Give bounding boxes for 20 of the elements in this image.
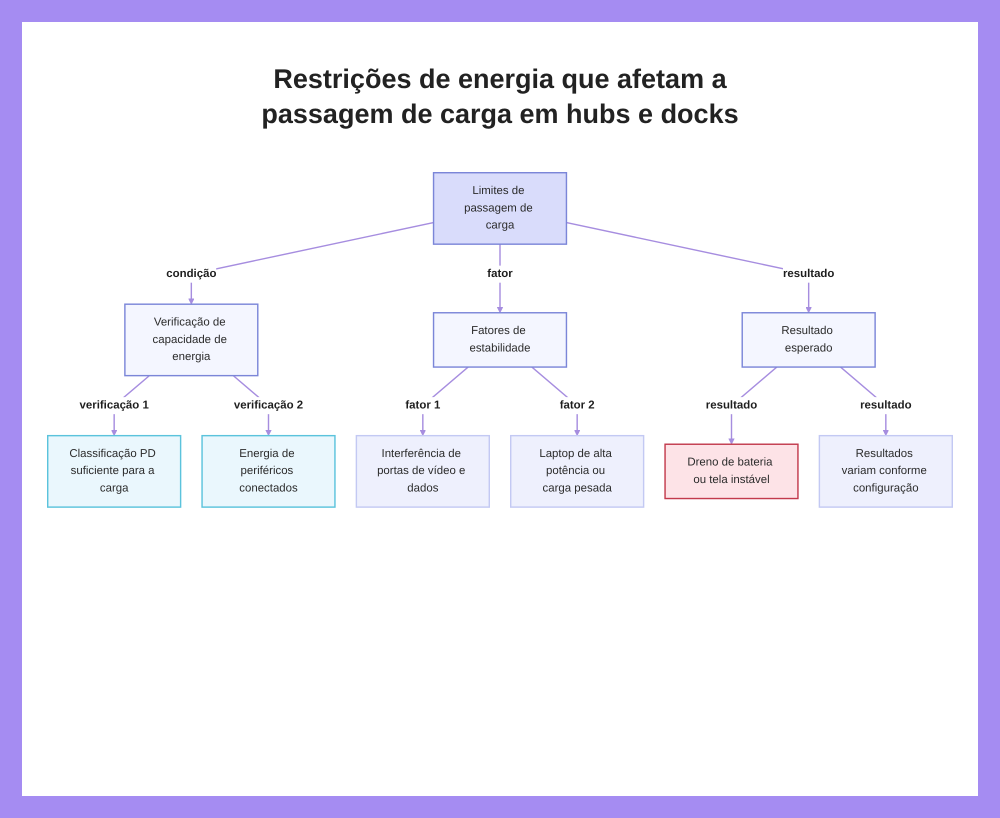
diagram-title: Restrições de energia que afetam a passagem de carga em hubs e docks — [260, 63, 740, 132]
node-box: Classificação PD suficiente para a carga — [47, 434, 182, 508]
node-box: Energia de periféricos conectados — [201, 434, 336, 508]
node-box: Resultado esperado — [742, 312, 876, 368]
edge-label: fator 2 — [560, 399, 595, 412]
edge-label: condição — [166, 268, 216, 280]
node-box: Resultados variam conforme configuração — [818, 434, 953, 508]
node-box: Laptop de alta potência ou carga pesada — [510, 434, 644, 508]
edge-label: resultado — [782, 268, 834, 280]
node-box: Dreno de bateria ou tela instável — [664, 444, 799, 500]
node-box: Verificação de capacidade de energia — [124, 303, 258, 376]
edge-label: fator — [487, 268, 513, 280]
edge-label: verificação 2 — [234, 399, 304, 412]
edge-label: fator 1 — [405, 399, 440, 412]
node-box: Fatores de estabilidade — [432, 312, 568, 368]
node-box: Limites de passagem de carga — [432, 172, 568, 245]
edge-label: verificação 1 — [80, 399, 149, 412]
edge-label: resultado — [860, 399, 912, 412]
node-box: Interferência de portas de vídeo e dados — [356, 434, 490, 508]
edge-label: resultado — [706, 399, 758, 412]
